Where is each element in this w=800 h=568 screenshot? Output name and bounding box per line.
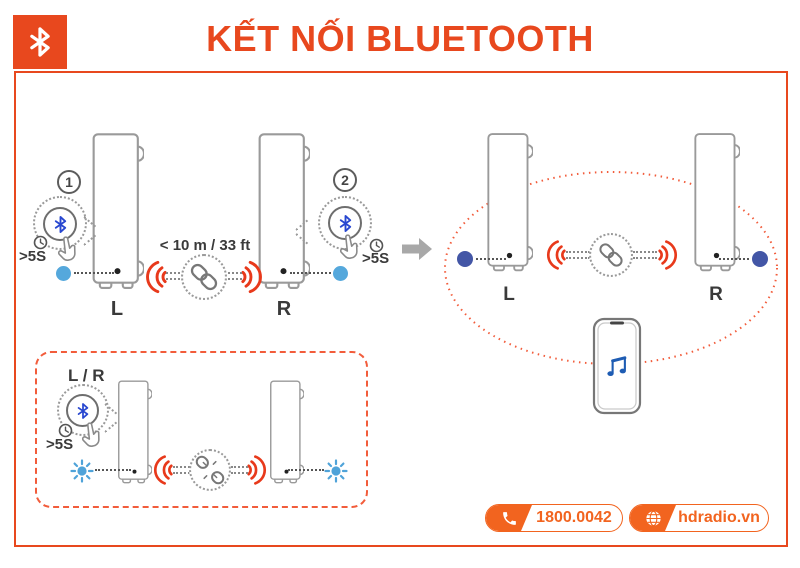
phone-badge-icon-area — [486, 505, 532, 531]
music-note-icon — [603, 353, 631, 381]
speaker-right — [693, 127, 740, 279]
hold-duration-label: >5S — [19, 248, 47, 265]
sound-waves-left — [145, 260, 167, 294]
status-led-blue — [56, 266, 71, 281]
callout-circle — [33, 196, 87, 250]
speaker-right-label: R — [709, 284, 723, 305]
link-dotted-line — [224, 278, 242, 280]
bluetooth-button[interactable] — [328, 206, 362, 240]
phone-number: 1800.0042 — [536, 509, 612, 526]
speaker-left — [486, 127, 533, 279]
speaker-left — [117, 376, 152, 489]
bluetooth-icon — [76, 403, 90, 419]
website-badge[interactable]: hdradio.vn — [629, 504, 769, 532]
blinking-led-burst — [323, 458, 349, 484]
phone-handset-icon — [501, 510, 518, 527]
hold-duration-label: >5S — [362, 250, 390, 267]
page-title: KẾT NỐI BLUETOOTH — [206, 18, 594, 59]
link-dotted-line — [166, 278, 184, 280]
speaker-right — [269, 376, 304, 489]
link-circle — [181, 254, 227, 300]
speaker-right-label: R — [276, 298, 292, 320]
bluetooth-icon — [53, 216, 68, 233]
led-connector-line — [74, 272, 114, 274]
website-url: hdradio.vn — [678, 509, 760, 526]
link-dotted-line — [231, 472, 248, 474]
smartphone — [592, 317, 642, 415]
status-led-blue — [333, 266, 348, 281]
sound-waves-right — [247, 455, 267, 485]
pairing-range-ellipse — [444, 171, 778, 365]
sound-waves-right — [241, 260, 263, 294]
link-dotted-line — [231, 466, 248, 468]
globe-icon — [644, 509, 663, 528]
led-connector-line — [288, 469, 324, 471]
chain-linked-icon — [596, 240, 626, 270]
hold-duration-label: >5S — [46, 436, 74, 453]
sound-waves-left — [153, 455, 173, 485]
bluetooth-button[interactable] — [43, 207, 77, 241]
sound-waves-left — [546, 240, 566, 270]
link-dotted-line — [566, 257, 590, 259]
callout-circle — [57, 384, 109, 436]
bluetooth-icon — [338, 215, 353, 232]
led-connector-line — [290, 272, 331, 274]
blinking-led-burst — [69, 458, 95, 484]
link-dotted-line — [633, 257, 657, 259]
link-dotted-line — [173, 466, 190, 468]
status-led-indigo — [752, 251, 768, 267]
link-dotted-line — [224, 272, 242, 274]
content-frame — [14, 71, 788, 547]
speaker-left-label: L — [110, 298, 124, 320]
distance-label: < 10 m / 33 ft — [159, 237, 251, 254]
chain-broken-icon — [195, 455, 225, 485]
led-connector-line — [476, 258, 506, 260]
bluetooth-logo-badge — [13, 15, 67, 69]
chain-linked-icon — [187, 260, 221, 294]
status-led-indigo — [457, 251, 473, 267]
sound-waves-right — [658, 240, 678, 270]
link-dotted-line — [173, 472, 190, 474]
reset-box — [35, 351, 368, 508]
phone-badge[interactable]: 1800.0042 — [485, 504, 623, 532]
reset-box-label: L / R — [68, 366, 105, 385]
arrow-right-icon — [402, 238, 432, 260]
bluetooth-button[interactable] — [66, 394, 99, 427]
link-dotted-line — [566, 251, 590, 253]
link-circle — [189, 449, 231, 491]
led-connector-line — [719, 258, 749, 260]
website-badge-icon-area — [630, 505, 676, 531]
step-2-badge: 2 — [333, 168, 357, 192]
speaker-left-label: L — [503, 284, 515, 305]
led-connector-line — [95, 469, 131, 471]
link-dotted-line — [166, 272, 184, 274]
link-dotted-line — [633, 251, 657, 253]
link-circle — [589, 233, 633, 277]
step-1-badge: 1 — [57, 170, 81, 194]
